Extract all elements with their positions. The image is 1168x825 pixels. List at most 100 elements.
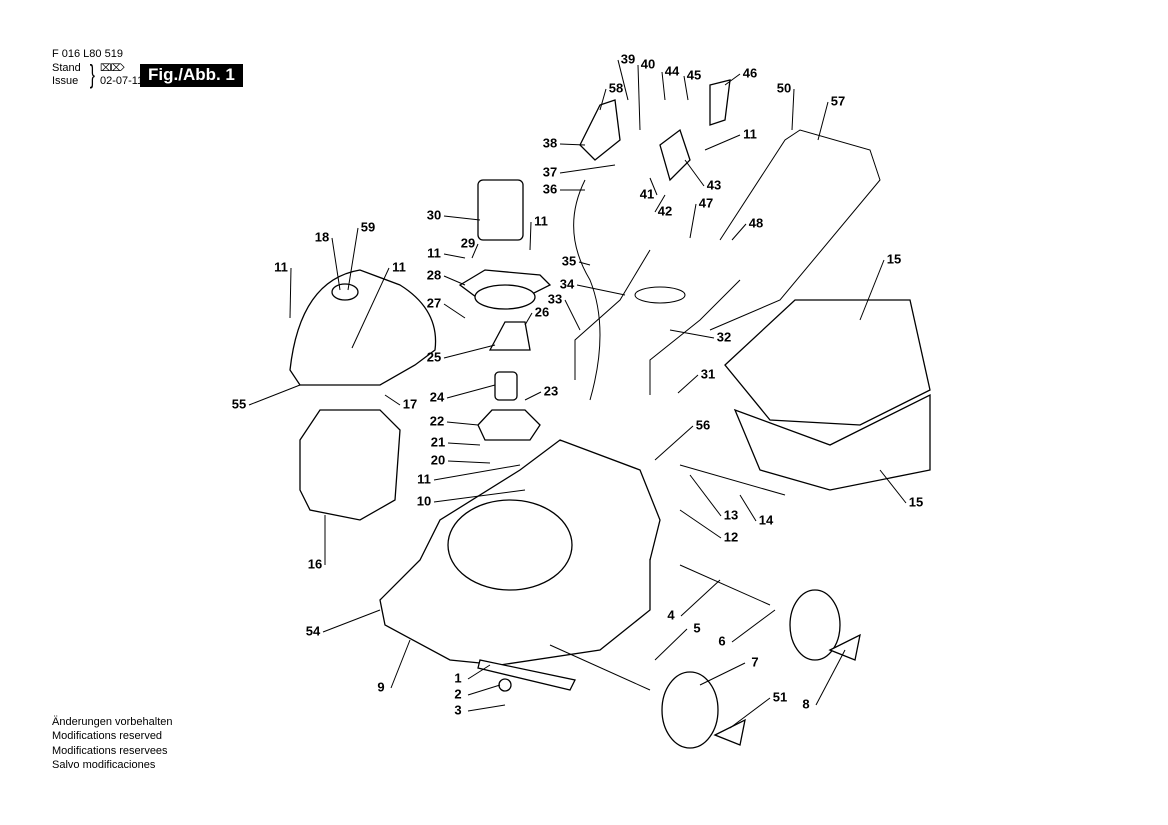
deck-rear-flap bbox=[559, 439, 661, 561]
callout-35: 35 bbox=[562, 253, 576, 268]
callout-10: 10 bbox=[417, 493, 431, 508]
deck-opening bbox=[447, 499, 573, 591]
note-de: Änderungen vorbehalten bbox=[52, 716, 173, 728]
leader-line bbox=[677, 374, 699, 394]
leader-line bbox=[578, 261, 591, 266]
motor bbox=[477, 179, 524, 241]
gear bbox=[494, 371, 518, 401]
leader-line bbox=[859, 259, 885, 321]
leader-line bbox=[599, 88, 607, 111]
callout-42: 42 bbox=[658, 203, 672, 218]
figure-label: Fig./Abb. 1 bbox=[140, 64, 243, 87]
leader-line bbox=[817, 101, 829, 141]
leader-line bbox=[529, 221, 532, 251]
leader-line bbox=[446, 384, 496, 399]
callout-1: 1 bbox=[454, 670, 461, 685]
leader-line bbox=[815, 649, 846, 706]
leader-line bbox=[322, 609, 381, 633]
blade bbox=[477, 659, 576, 691]
leader-line bbox=[524, 312, 533, 326]
leader-line bbox=[390, 639, 411, 689]
brace: } bbox=[89, 59, 95, 89]
callout-38: 38 bbox=[543, 135, 557, 150]
part-drawings bbox=[289, 79, 931, 749]
leader-line bbox=[679, 509, 722, 539]
leader-line bbox=[248, 384, 301, 406]
leader-line bbox=[347, 227, 359, 291]
leader-line bbox=[467, 704, 506, 712]
leader-line bbox=[669, 329, 715, 339]
leader-line bbox=[433, 464, 521, 481]
callout-24: 24 bbox=[430, 389, 445, 404]
callout-59: 59 bbox=[361, 219, 375, 234]
callout-30: 30 bbox=[427, 207, 441, 222]
callout-36: 36 bbox=[543, 181, 557, 196]
issue-date: 02-07-11 bbox=[100, 75, 144, 87]
leader-line bbox=[443, 215, 481, 221]
leader-line bbox=[791, 88, 795, 131]
callout-41: 41 bbox=[640, 186, 654, 201]
callout-56: 56 bbox=[696, 417, 710, 432]
leader-line bbox=[729, 697, 771, 729]
leader-line bbox=[637, 64, 641, 131]
callout-25: 25 bbox=[427, 349, 441, 364]
grass-box-lid bbox=[724, 299, 931, 426]
callout-20: 20 bbox=[431, 452, 445, 467]
fan bbox=[477, 409, 541, 441]
leader-line bbox=[704, 134, 741, 151]
leader-line bbox=[879, 469, 907, 504]
callout-43: 43 bbox=[707, 177, 721, 192]
callout-13: 13 bbox=[724, 507, 738, 522]
callout-6: 6 bbox=[718, 633, 725, 648]
switch-housing bbox=[579, 99, 621, 161]
callout-5: 5 bbox=[693, 620, 700, 635]
rear-axle bbox=[679, 464, 786, 496]
callout-12: 12 bbox=[724, 529, 738, 544]
callout-2: 2 bbox=[454, 686, 461, 701]
note-en: Modifications reserved bbox=[52, 730, 163, 743]
front-axle bbox=[679, 564, 771, 606]
callout-7: 7 bbox=[751, 654, 758, 669]
callout-27: 27 bbox=[427, 295, 441, 310]
cover-cap bbox=[331, 283, 359, 301]
leader-line bbox=[524, 391, 542, 401]
callout-55: 55 bbox=[232, 396, 246, 411]
leader-line bbox=[739, 494, 757, 522]
callout-54: 54 bbox=[306, 623, 321, 638]
callout-11: 11 bbox=[392, 259, 406, 274]
callout-16: 16 bbox=[308, 556, 322, 571]
leader-line bbox=[384, 394, 401, 406]
leader-line bbox=[443, 275, 466, 286]
blade-washer bbox=[498, 678, 512, 692]
callout-37: 37 bbox=[543, 164, 557, 179]
rear-wheel bbox=[789, 589, 841, 661]
leader-line bbox=[699, 662, 746, 686]
leader-line bbox=[654, 628, 688, 661]
callout-29: 29 bbox=[461, 235, 475, 250]
upper-handle bbox=[709, 129, 881, 331]
leader-line bbox=[559, 143, 586, 146]
leader-line bbox=[689, 203, 697, 239]
lower-handle-right bbox=[649, 279, 741, 395]
leader-lines bbox=[248, 59, 907, 729]
callout-22: 22 bbox=[430, 413, 444, 428]
leader-line bbox=[443, 344, 496, 359]
note-es: Salvo modificaciones bbox=[52, 758, 156, 771]
callout-45: 45 bbox=[687, 67, 701, 82]
leader-line bbox=[683, 75, 689, 101]
callout-8: 8 bbox=[802, 696, 809, 711]
callout-32: 32 bbox=[717, 329, 731, 344]
leader-line bbox=[731, 609, 776, 643]
leader-line bbox=[617, 59, 629, 101]
stand-stamp: ⌧⌦ bbox=[100, 63, 125, 74]
callout-44: 44 bbox=[665, 63, 680, 78]
callout-23: 23 bbox=[544, 383, 558, 398]
leader-line bbox=[467, 664, 491, 680]
fan-holder bbox=[488, 321, 531, 351]
callout-39: 39 bbox=[621, 51, 635, 66]
callout-11: 11 bbox=[743, 126, 757, 141]
callout-11: 11 bbox=[427, 245, 441, 260]
leader-line bbox=[689, 474, 722, 517]
